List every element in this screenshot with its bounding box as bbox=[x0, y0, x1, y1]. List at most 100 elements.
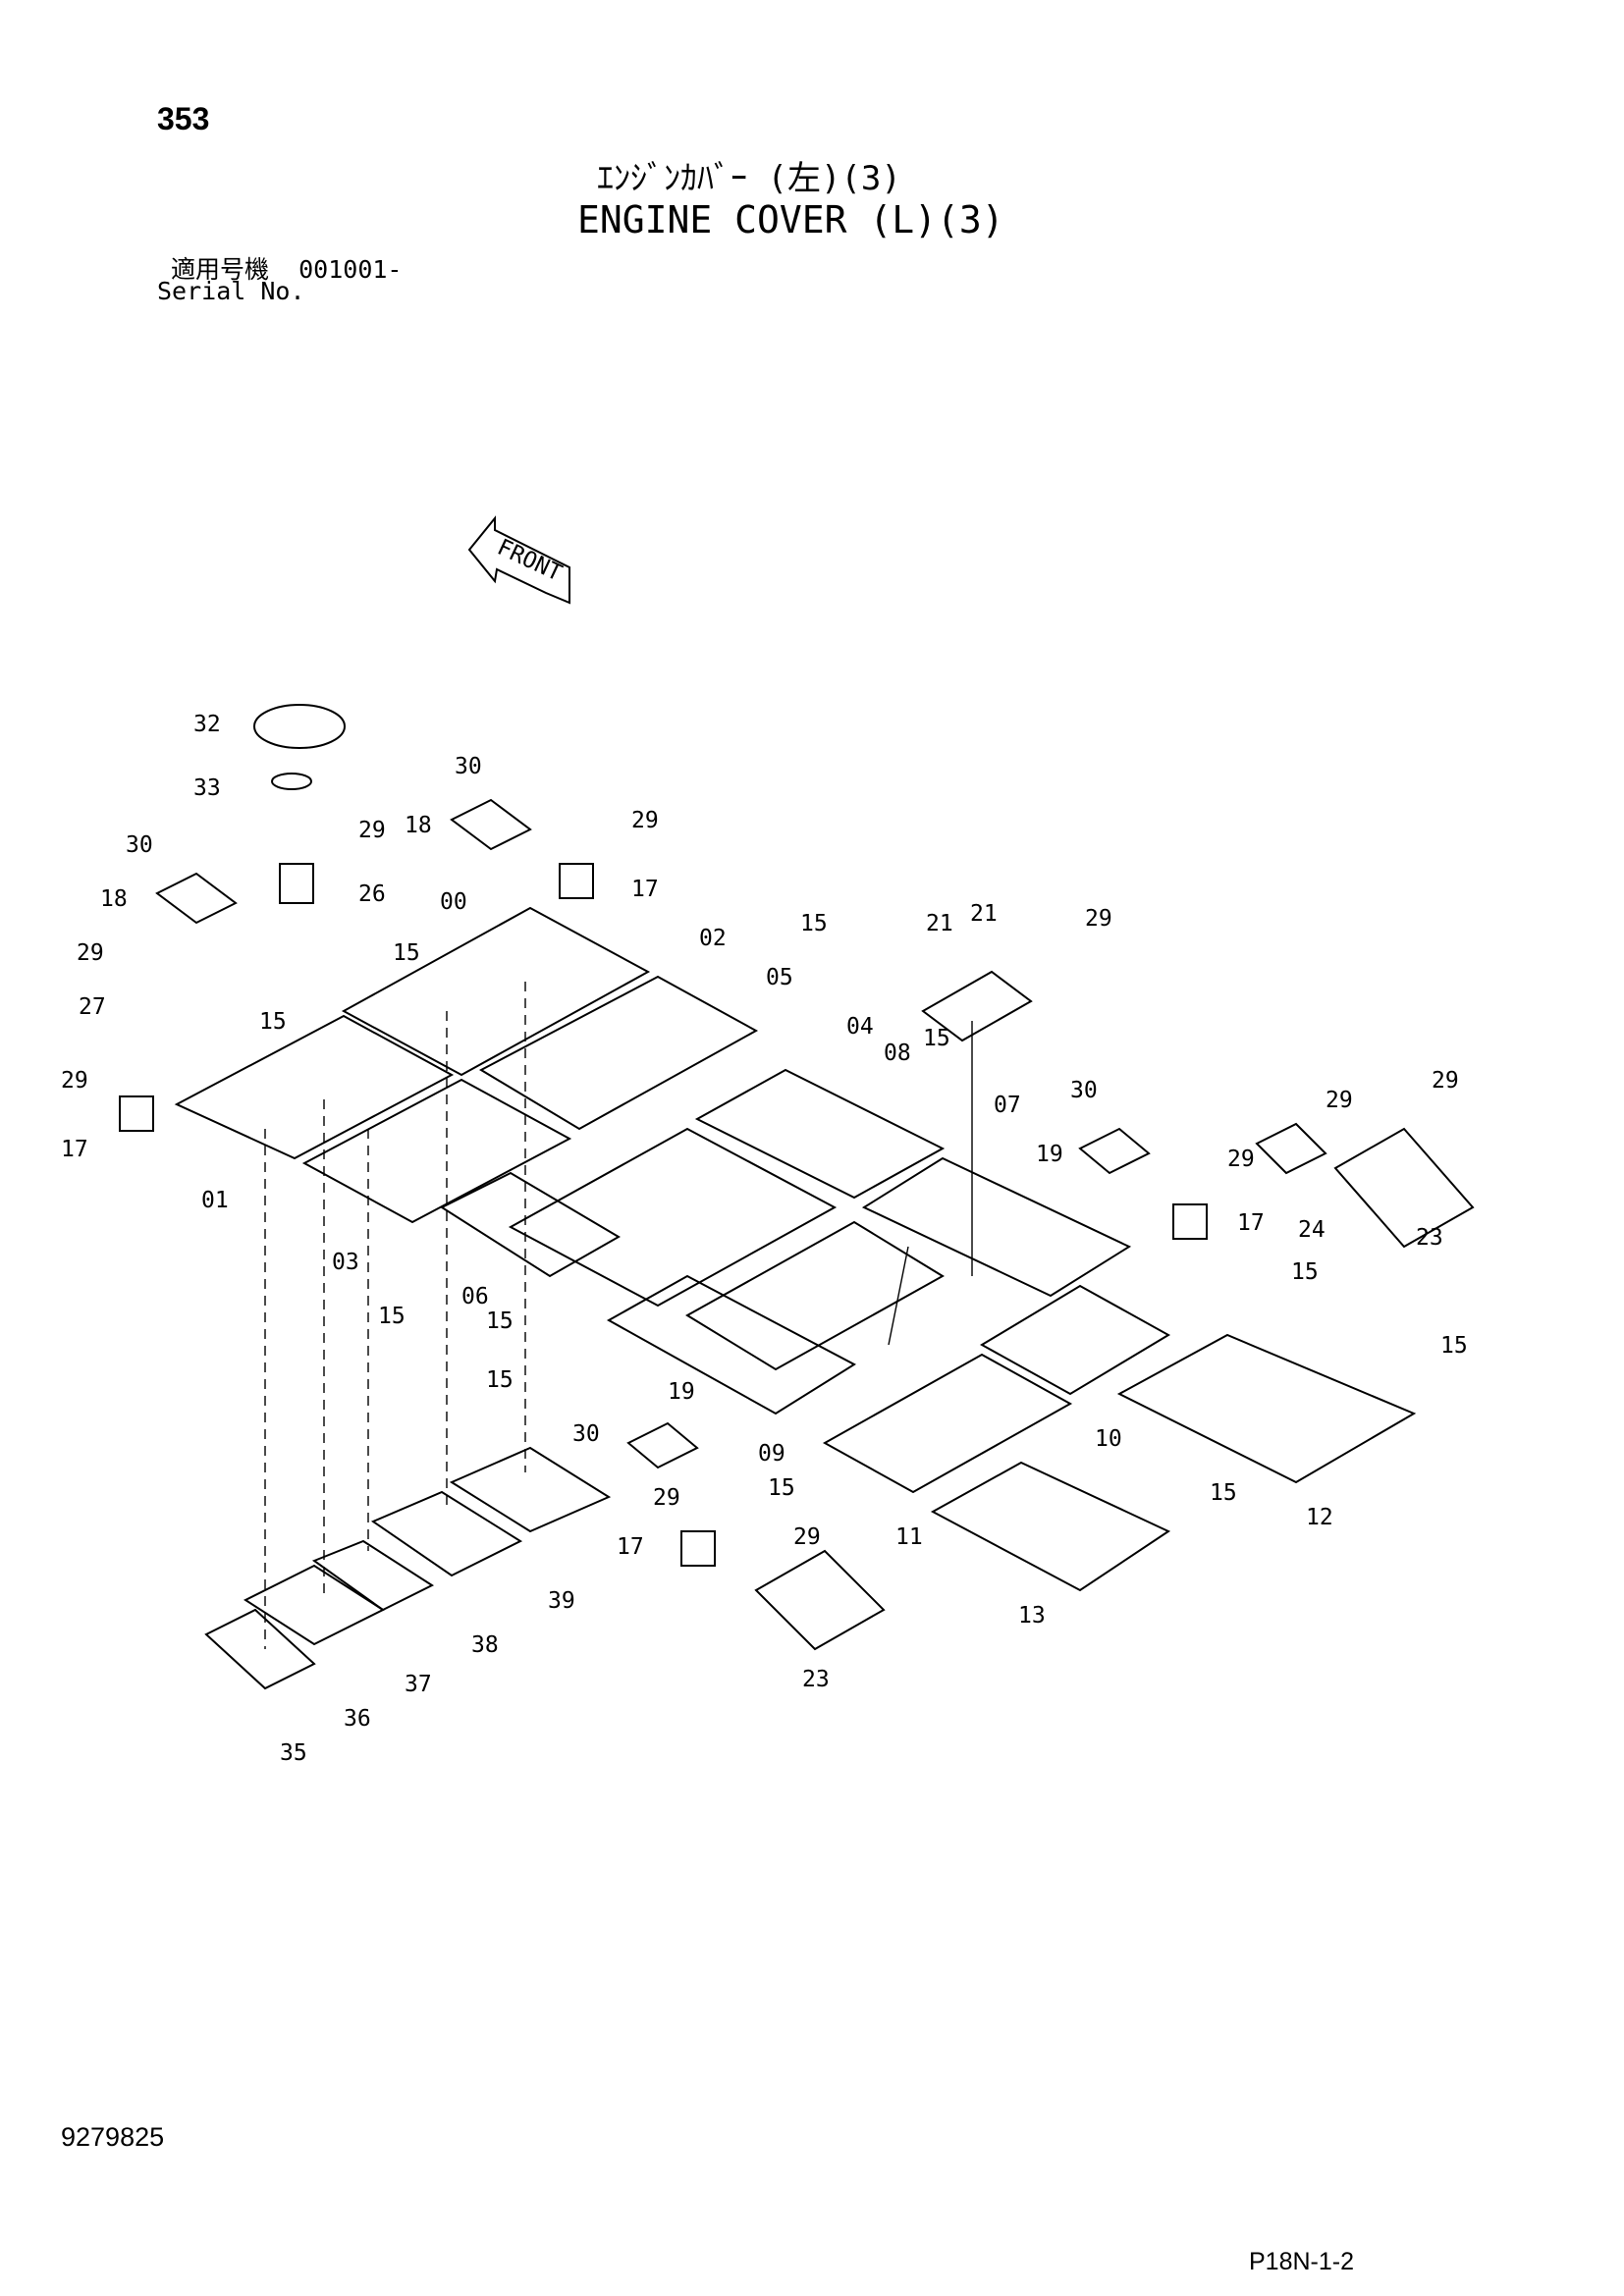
plate-21 bbox=[921, 970, 1033, 1042]
serial-label-english: Serial No. bbox=[157, 277, 305, 305]
callout-07: 07 bbox=[994, 1093, 1021, 1118]
callout-30: 30 bbox=[126, 832, 153, 858]
seal-32 bbox=[253, 704, 346, 749]
plate-12 bbox=[1116, 1333, 1417, 1484]
plate-02 bbox=[478, 975, 759, 1131]
callout-29: 29 bbox=[358, 818, 386, 843]
callout-19: 19 bbox=[668, 1379, 695, 1405]
bracket-17d bbox=[680, 1530, 716, 1567]
callout-15: 15 bbox=[1210, 1480, 1237, 1506]
callout-37: 37 bbox=[405, 1672, 432, 1697]
callout-labels: 32 33 30 29 26 18 29 15 27 15 29 17 01 0… bbox=[61, 712, 1468, 1766]
callout-11: 11 bbox=[895, 1524, 923, 1550]
callout-18: 18 bbox=[100, 886, 128, 912]
callout-12: 12 bbox=[1306, 1505, 1333, 1530]
callout-02: 02 bbox=[699, 926, 727, 951]
plate-18b bbox=[450, 798, 532, 851]
callout-08: 08 bbox=[884, 1041, 911, 1066]
cover-plates bbox=[119, 704, 1475, 1690]
plate-09 bbox=[606, 1274, 857, 1415]
callout-17: 17 bbox=[61, 1137, 88, 1162]
callout-29: 29 bbox=[1085, 906, 1112, 932]
callout-21: 21 bbox=[970, 901, 998, 927]
plate-10 bbox=[980, 1284, 1170, 1396]
assembly-lines bbox=[264, 982, 973, 1649]
callout-32: 32 bbox=[193, 712, 221, 737]
callout-13: 13 bbox=[1018, 1603, 1046, 1629]
callout-26: 26 bbox=[358, 881, 386, 907]
plate-23a bbox=[1333, 1127, 1475, 1249]
plate-23b bbox=[754, 1549, 886, 1651]
callout-29: 29 bbox=[77, 940, 104, 966]
plate-04 bbox=[694, 1068, 946, 1200]
callout-29: 29 bbox=[1432, 1068, 1459, 1094]
callout-19: 19 bbox=[1036, 1142, 1063, 1167]
serial-label-japanese: 適用号機 bbox=[171, 255, 270, 284]
callout-15: 15 bbox=[378, 1304, 406, 1329]
pad-35 bbox=[204, 1608, 316, 1690]
callout-05: 05 bbox=[766, 965, 793, 990]
serial-line-japanese: 適用号機 001001- bbox=[171, 250, 402, 286]
callout-10: 10 bbox=[1095, 1426, 1122, 1452]
callout-04: 04 bbox=[846, 1014, 874, 1040]
plate-19a bbox=[1078, 1127, 1151, 1175]
callout-15: 15 bbox=[768, 1475, 795, 1501]
callout-15: 15 bbox=[393, 940, 420, 966]
callout-30: 30 bbox=[455, 754, 482, 779]
callout-29: 29 bbox=[61, 1068, 88, 1094]
bracket-17a bbox=[119, 1095, 154, 1132]
callout-15: 15 bbox=[486, 1308, 514, 1334]
plate-05 bbox=[508, 1127, 838, 1308]
callout-24: 24 bbox=[1298, 1217, 1326, 1243]
callout-38: 38 bbox=[471, 1632, 499, 1658]
sensor-26 bbox=[279, 863, 314, 904]
callout-06: 06 bbox=[461, 1284, 489, 1309]
callout-18: 18 bbox=[405, 813, 432, 838]
callout-30: 30 bbox=[1070, 1078, 1098, 1103]
callout-15: 15 bbox=[486, 1367, 514, 1393]
plate-24 bbox=[1255, 1122, 1327, 1175]
clamp-33 bbox=[271, 773, 312, 790]
callout-00: 00 bbox=[440, 889, 467, 915]
callout-15: 15 bbox=[259, 1009, 287, 1035]
page-number: 353 bbox=[157, 101, 210, 136]
callout-15: 15 bbox=[1291, 1259, 1319, 1285]
callout-39: 39 bbox=[548, 1588, 575, 1614]
callout-29: 29 bbox=[631, 808, 659, 833]
callout-01: 01 bbox=[201, 1188, 229, 1213]
callout-30: 30 bbox=[572, 1421, 600, 1447]
callout-33: 33 bbox=[193, 775, 221, 801]
page-reference: P18N-1-2 bbox=[1249, 2248, 1354, 2275]
plate-11 bbox=[822, 1353, 1073, 1494]
callout-21: 21 bbox=[926, 911, 953, 936]
pad-39 bbox=[449, 1446, 612, 1533]
callout-35: 35 bbox=[280, 1740, 307, 1766]
title-japanese: ｴﾝｼﾞﾝｶﾊﾞｰ (左)(3) bbox=[597, 159, 901, 198]
document-code: 9279825 bbox=[61, 2122, 165, 2152]
callout-17: 17 bbox=[631, 877, 659, 902]
callout-15: 15 bbox=[1440, 1333, 1468, 1359]
plate-03 bbox=[301, 1078, 572, 1224]
callout-15: 15 bbox=[800, 911, 828, 936]
plate-18a bbox=[155, 872, 238, 925]
callout-23: 23 bbox=[1416, 1225, 1443, 1251]
callout-17: 17 bbox=[1237, 1210, 1265, 1236]
plate-01 bbox=[174, 1014, 455, 1160]
callout-09: 09 bbox=[758, 1441, 785, 1467]
callout-29: 29 bbox=[1227, 1147, 1255, 1172]
front-arrow: FRONT bbox=[467, 515, 570, 605]
serial-value: 001001- bbox=[298, 255, 403, 284]
title-english: ENGINE COVER (L)(3) bbox=[577, 198, 1004, 241]
plate-00 bbox=[341, 906, 651, 1077]
plate-08 bbox=[685, 1220, 945, 1371]
callout-03: 03 bbox=[332, 1250, 359, 1275]
plate-07 bbox=[861, 1156, 1132, 1298]
bracket-17b bbox=[559, 863, 594, 899]
pad-37 bbox=[311, 1539, 435, 1612]
plate-06 bbox=[439, 1171, 621, 1278]
plate-13 bbox=[930, 1461, 1171, 1592]
callout-29: 29 bbox=[793, 1524, 821, 1550]
callout-29: 29 bbox=[1326, 1088, 1353, 1113]
callout-23: 23 bbox=[802, 1667, 830, 1692]
